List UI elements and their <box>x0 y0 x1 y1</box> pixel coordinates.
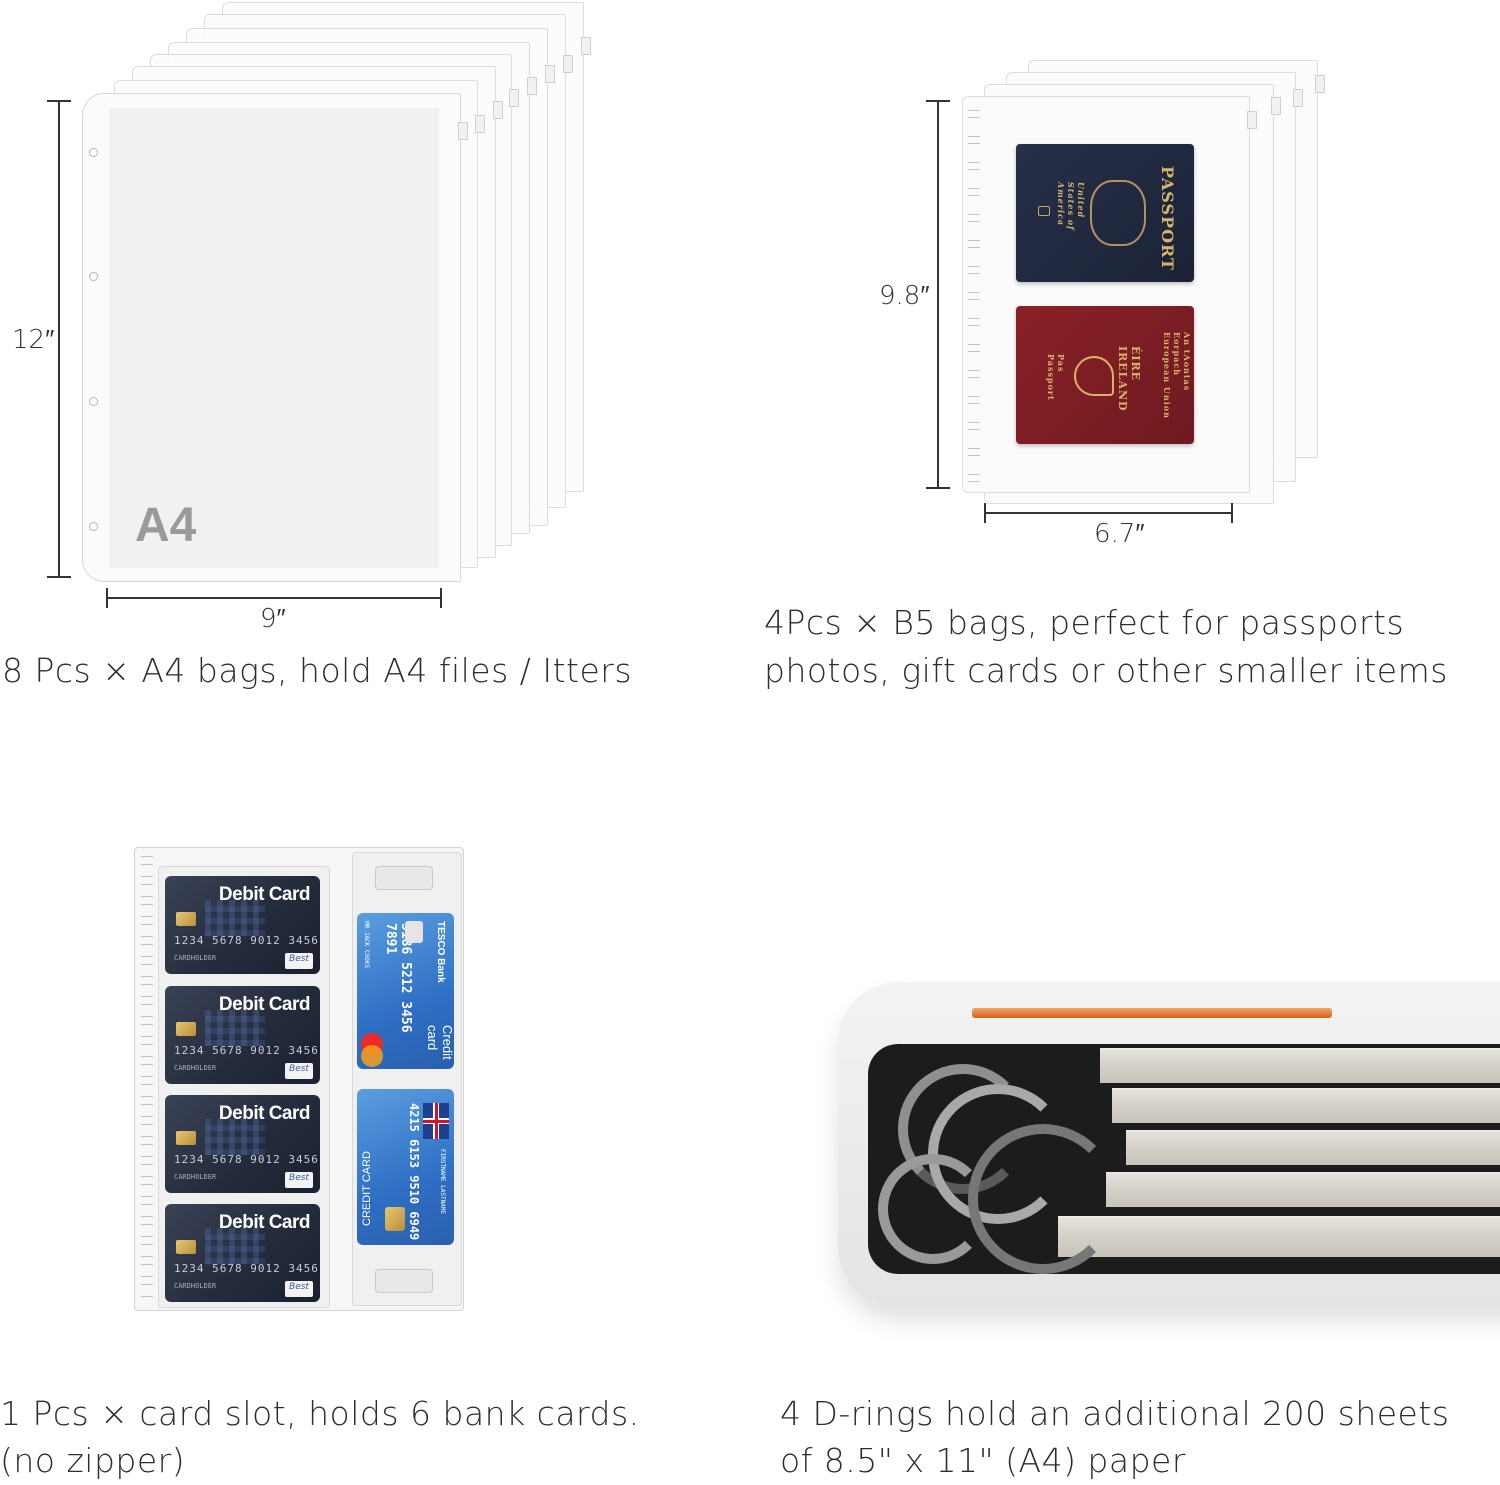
binder-caption-line2: of 8.5" x 11" (A4) paper <box>780 1441 1186 1480</box>
b5-height-dimension-line <box>937 100 939 488</box>
debit-card: Debit Card 1234 5678 9012 3456 CARDHOLDE… <box>165 1095 320 1193</box>
b5-caption-line1: 4Pcs × B5 bags, perfect for passports <box>764 603 1405 642</box>
uk-credit-card: CREDIT CARD 4215 6153 9510 6949 FIRSTNAM… <box>357 1089 454 1245</box>
b5-width-dimension-line <box>984 512 1233 514</box>
a4-sheet-label: A4 <box>135 499 197 552</box>
binder-interior <box>868 1044 1500 1274</box>
a4-caption: 8 Pcs × A4 bags, hold A4 files / Itters <box>2 651 633 690</box>
chip-icon <box>385 1207 405 1231</box>
debit-card: Debit Card 1234 5678 9012 3456 CARDHOLDE… <box>165 876 320 974</box>
binder-spine-accent <box>972 1008 1332 1018</box>
b5-height-label: 9.8″ <box>879 281 930 311</box>
us-passport: PASSPORT United States of America <box>1016 144 1194 282</box>
b5-width-label: 6.7″ <box>1094 519 1145 549</box>
b5-caption-line2: photos, gift cards or other smaller item… <box>764 651 1448 690</box>
a4-paper-inner <box>109 108 439 568</box>
mastercard-icon <box>361 1033 385 1067</box>
a4-width-dimension-line <box>106 597 441 599</box>
slot-clip-icon <box>375 866 433 890</box>
chip-icon <box>176 912 196 926</box>
b5-binder-holes <box>968 102 980 486</box>
uk-flag-icon <box>423 1103 449 1139</box>
a4-height-label: 12″ <box>12 325 55 355</box>
card-caption-line2: (no zipper) <box>0 1441 186 1480</box>
a4-width-label: 9″ <box>260 604 286 634</box>
d-ring-icon <box>878 1154 988 1264</box>
chip-icon <box>176 1131 196 1145</box>
irish-passport: An tAontas Eorpach European Union ÉIRE I… <box>1016 306 1194 444</box>
chip-icon <box>176 1022 196 1036</box>
debit-card: Debit Card 1234 5678 9012 3456 CARDHOLDE… <box>165 1204 320 1302</box>
chip-icon <box>176 1240 196 1254</box>
slot-clip-icon <box>375 1269 433 1293</box>
harp-icon <box>1074 356 1114 396</box>
biometric-icon <box>1038 206 1050 216</box>
debit-card: Debit Card 1234 5678 9012 3456 CARDHOLDE… <box>165 986 320 1084</box>
tesco-credit-card: TESCO Bank Credit card 5186 5212 3456 78… <box>357 913 454 1069</box>
eagle-seal-icon <box>1090 180 1146 246</box>
card-caption-line1: 1 Pcs × card slot, holds 6 bank cards. <box>0 1394 640 1433</box>
d-ring-icon <box>968 1124 1118 1274</box>
binder-caption-line1: 4 D-rings hold an additional 200 sheets <box>780 1394 1450 1433</box>
a4-height-dimension-line <box>58 100 60 577</box>
a4-front-sheet: A4 <box>82 93 468 582</box>
card-slot-binder-holes <box>141 852 153 1304</box>
chip-icon <box>405 921 423 943</box>
